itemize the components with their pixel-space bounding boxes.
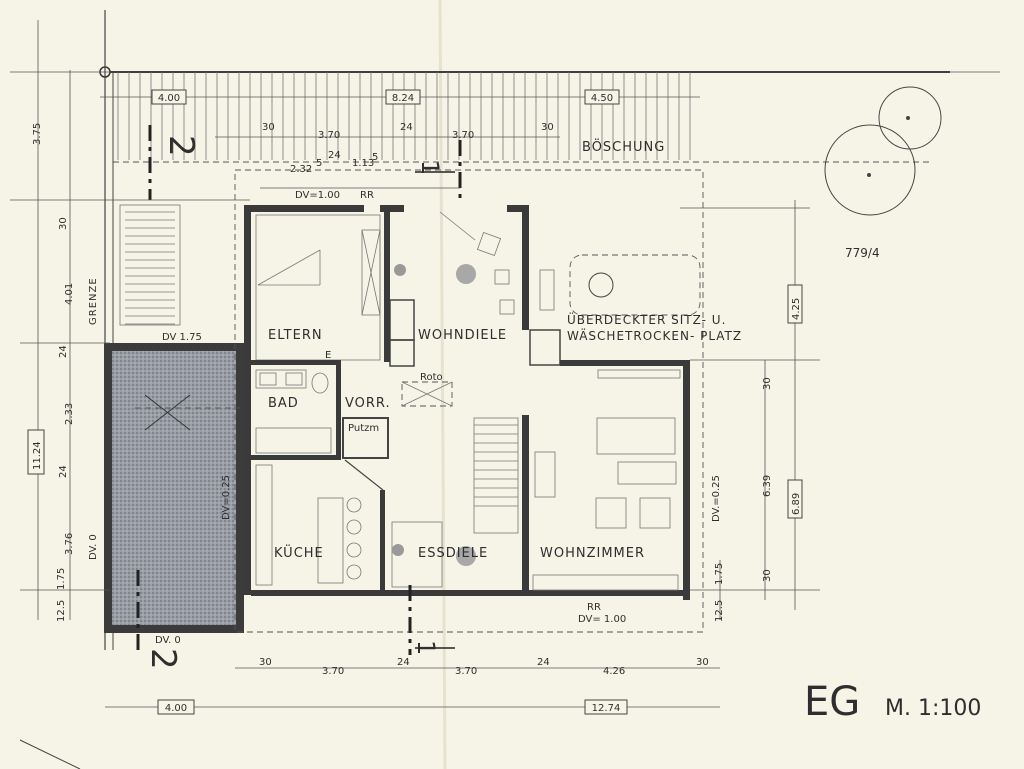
dim-box-top-1: 4.00 <box>151 89 187 105</box>
section-line-1 <box>408 140 462 655</box>
dim-label: 4.00 <box>165 703 187 714</box>
boundary-fence-top <box>105 71 950 163</box>
section-mark-1-bottom: 1 <box>412 640 440 655</box>
window-height-label: DV. 0 <box>88 534 99 560</box>
dim-label: 3.70 <box>322 666 344 677</box>
dim-label: 2.33 <box>64 403 75 425</box>
dim-label: 30 <box>262 122 275 133</box>
dim-label: 24 <box>537 657 550 668</box>
dim-label: 24 <box>397 657 410 668</box>
window-height-label: DV= 1.00 <box>578 614 626 625</box>
section-mark-2-top: 2 <box>161 135 201 157</box>
scale-label: M. 1:100 <box>885 696 981 721</box>
dim-label: 4.25 <box>791 298 802 320</box>
dim-label: 12.5 <box>714 600 725 622</box>
dim-label: 5 <box>316 158 322 169</box>
dim-label: 1.75 <box>56 568 67 590</box>
window-height-label: DV 1.75 <box>162 332 202 343</box>
section-line-2 <box>136 125 152 655</box>
building-walls <box>244 205 690 600</box>
section-mark-2-bottom: 2 <box>143 648 183 670</box>
dim-label: 4.26 <box>603 666 625 677</box>
embankment-label: BÖSCHUNG <box>582 138 665 155</box>
dim-label: 24 <box>58 465 69 478</box>
dim-box-top-3: 4.50 <box>584 89 620 105</box>
dim-label: 4.50 <box>591 93 613 104</box>
dim-label: 3.75 <box>32 123 43 145</box>
dim-label: 3.70 <box>318 130 340 141</box>
room-label-kueche: KÜCHE <box>274 544 324 561</box>
dim-label: 30 <box>259 657 272 668</box>
e-mark: E <box>325 350 331 361</box>
dim-label: 30 <box>762 377 773 390</box>
terrace-label-line1: ÜBERDECKTER SITZ- U. <box>567 311 726 327</box>
dim-label: 24 <box>400 122 413 133</box>
dim-label: 30 <box>541 122 554 133</box>
roto-label: Roto <box>420 372 443 383</box>
room-label-wohndiele: WOHNDIELE <box>418 328 507 343</box>
dim-label: 4.00 <box>158 93 180 104</box>
window-height-label: DV=1.00 <box>295 190 340 201</box>
dim-label: 5 <box>372 152 378 163</box>
dim-box-bottom-2: 12.74 <box>584 699 628 715</box>
dim-label: 2.32 <box>290 164 312 175</box>
window-height-label: DV.=0.25 <box>711 475 722 522</box>
room-label-eltern: ELTERN <box>268 328 323 343</box>
room-label-putzm: Putzm <box>348 423 379 434</box>
dim-label: 30 <box>58 217 69 230</box>
rr-label: RR <box>360 190 374 201</box>
terrace-label-line2: WÄSCHETROCKEN- PLATZ <box>567 328 742 343</box>
dim-box-bottom-1: 4.00 <box>157 699 195 715</box>
pins <box>392 264 476 566</box>
room-label-vorr: VORR. <box>345 396 391 411</box>
room-label-essdiele: ESSDIELE <box>418 546 488 561</box>
dim-label: 30 <box>762 569 773 582</box>
window-height-label: DV. 0 <box>155 635 181 646</box>
boundary-label: GRENZE <box>88 277 99 325</box>
dim-box-right-2: 6.89 <box>787 479 803 519</box>
dim-box-right-1: 4.25 <box>787 284 803 324</box>
covered-terrace <box>234 169 704 633</box>
dim-label: 24 <box>328 150 341 161</box>
dim-label: 8.24 <box>392 93 414 104</box>
paper-fold <box>438 0 447 769</box>
external-stair <box>119 204 181 326</box>
furnishings <box>255 211 681 591</box>
dim-box-left: 11.24 <box>27 429 45 475</box>
tree-symbols <box>824 86 942 216</box>
dim-label: 24 <box>58 345 69 358</box>
terrace-slab <box>104 343 244 633</box>
rr-label: RR <box>587 602 601 613</box>
dim-box-top-2: 8.24 <box>385 89 421 105</box>
dim-label: 1.75 <box>714 563 725 585</box>
dim-label: 30 <box>696 657 709 668</box>
dim-label: 11.24 <box>32 441 43 470</box>
dim-label: 6.89 <box>791 493 802 515</box>
room-label-bad: BAD <box>268 396 299 411</box>
floor-title: EG <box>804 679 860 725</box>
dim-label: 1.13 <box>352 158 374 169</box>
dim-label: 3.76 <box>64 533 75 555</box>
window-height-label: DV=0.25 <box>221 475 232 520</box>
dim-label: 3.70 <box>455 666 477 677</box>
dim-label: 12.5 <box>56 600 67 622</box>
parcel-number: 779/4 <box>845 246 880 260</box>
room-label-wohnzimmer: WOHNZIMMER <box>540 546 645 561</box>
dim-label: 12.74 <box>592 703 621 714</box>
dim-label: 4.01 <box>64 283 75 305</box>
section-mark-1-top: 1 <box>416 160 444 175</box>
dim-label: 3.70 <box>452 130 474 141</box>
dimension-lines <box>10 20 1000 708</box>
dim-label: 6.39 <box>762 475 773 497</box>
